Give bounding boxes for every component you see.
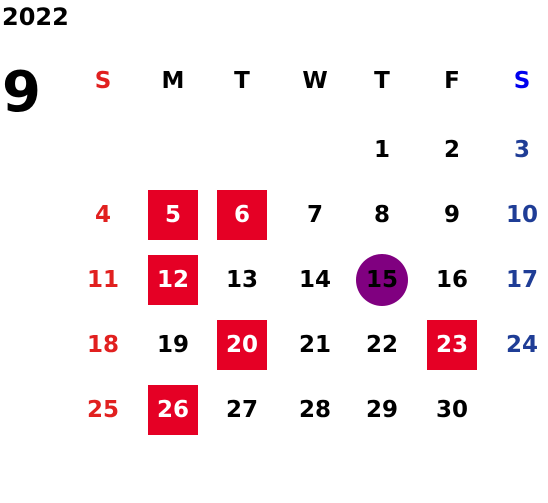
day-cell-today[interactable]: 15	[356, 254, 408, 306]
weekday-header: S	[513, 68, 531, 94]
day-cell[interactable]: 3	[513, 137, 530, 163]
day-cell[interactable]: 27	[225, 397, 258, 423]
month-label: 9	[2, 60, 41, 125]
day-cell-highlighted[interactable]: 20	[217, 320, 267, 370]
day-cell[interactable]: 18	[86, 332, 119, 358]
day-cell[interactable]: 21	[298, 332, 331, 358]
day-cell[interactable]: 16	[435, 267, 468, 293]
weekday-header: S	[94, 68, 112, 94]
day-cell[interactable]: 19	[156, 332, 189, 358]
day-cell-highlighted[interactable]: 12	[148, 255, 198, 305]
day-cell[interactable]: 7	[306, 202, 323, 228]
day-cell[interactable]: 10	[505, 202, 538, 228]
day-cell[interactable]: 9	[443, 202, 460, 228]
day-cell[interactable]: 24	[505, 332, 538, 358]
day-cell-highlighted[interactable]: 5	[148, 190, 198, 240]
day-cell[interactable]: 22	[365, 332, 398, 358]
weekday-header: M	[161, 68, 185, 94]
day-cell-highlighted[interactable]: 6	[217, 190, 267, 240]
day-cell[interactable]: 17	[505, 267, 538, 293]
day-cell-highlighted[interactable]: 23	[427, 320, 477, 370]
day-cell[interactable]: 11	[86, 267, 119, 293]
day-cell[interactable]: 1	[373, 137, 390, 163]
day-cell[interactable]: 8	[373, 202, 390, 228]
weekday-header: F	[444, 68, 460, 94]
weekday-header: W	[302, 68, 328, 94]
day-cell[interactable]: 29	[365, 397, 398, 423]
year-label: 2022	[2, 3, 69, 31]
day-cell[interactable]: 14	[298, 267, 331, 293]
weekday-header: T	[374, 68, 390, 94]
day-cell-highlighted[interactable]: 26	[148, 385, 198, 435]
day-cell[interactable]: 25	[86, 397, 119, 423]
weekday-header: T	[234, 68, 250, 94]
day-cell[interactable]: 30	[435, 397, 468, 423]
day-cell[interactable]: 2	[443, 137, 460, 163]
day-cell[interactable]: 28	[298, 397, 331, 423]
day-cell[interactable]: 4	[94, 202, 111, 228]
day-cell[interactable]: 13	[225, 267, 258, 293]
